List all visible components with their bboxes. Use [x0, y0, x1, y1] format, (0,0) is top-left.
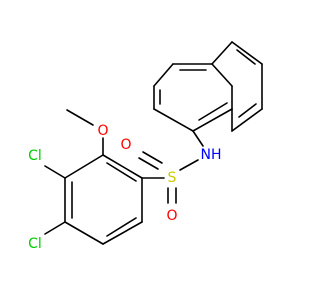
- chlorine-lower-label: Cl: [28, 236, 42, 252]
- bond: [179, 159, 199, 171]
- naphthalene-ring-system: [153, 41, 263, 132]
- nh-label: NH: [201, 147, 222, 163]
- bond: [192, 130, 204, 147]
- sulfonyl-oxygen-bottom-label: O: [166, 208, 177, 224]
- bond: [64, 221, 104, 245]
- molecule-structure: O Cl Cl S O O NH: [28, 41, 263, 252]
- bond: [211, 63, 233, 87]
- bond: [106, 162, 137, 182]
- bond: [198, 102, 228, 121]
- bond: [106, 217, 137, 237]
- bond: [231, 108, 263, 132]
- bond: [44, 165, 66, 179]
- bond: [192, 108, 233, 132]
- bond: [102, 221, 143, 245]
- benzene-ring: [64, 154, 143, 245]
- bond: [211, 41, 233, 65]
- bond: [142, 151, 163, 164]
- bond: [231, 41, 263, 65]
- bond: [66, 109, 94, 126]
- methoxy-oxygen-label: O: [97, 123, 108, 139]
- molecule-canvas: O Cl Cl S O O NH: [28, 41, 263, 252]
- chlorine-upper-label: Cl: [28, 148, 42, 164]
- bond: [153, 108, 194, 132]
- bond: [44, 221, 66, 235]
- bond: [138, 157, 159, 170]
- bond: [238, 103, 257, 118]
- sulfonyl-oxygen-top-label: O: [120, 137, 131, 153]
- bond: [153, 63, 174, 87]
- bond: [64, 154, 104, 179]
- sulfur-label: S: [168, 170, 177, 186]
- bond: [102, 154, 143, 179]
- bond: [236, 49, 256, 65]
